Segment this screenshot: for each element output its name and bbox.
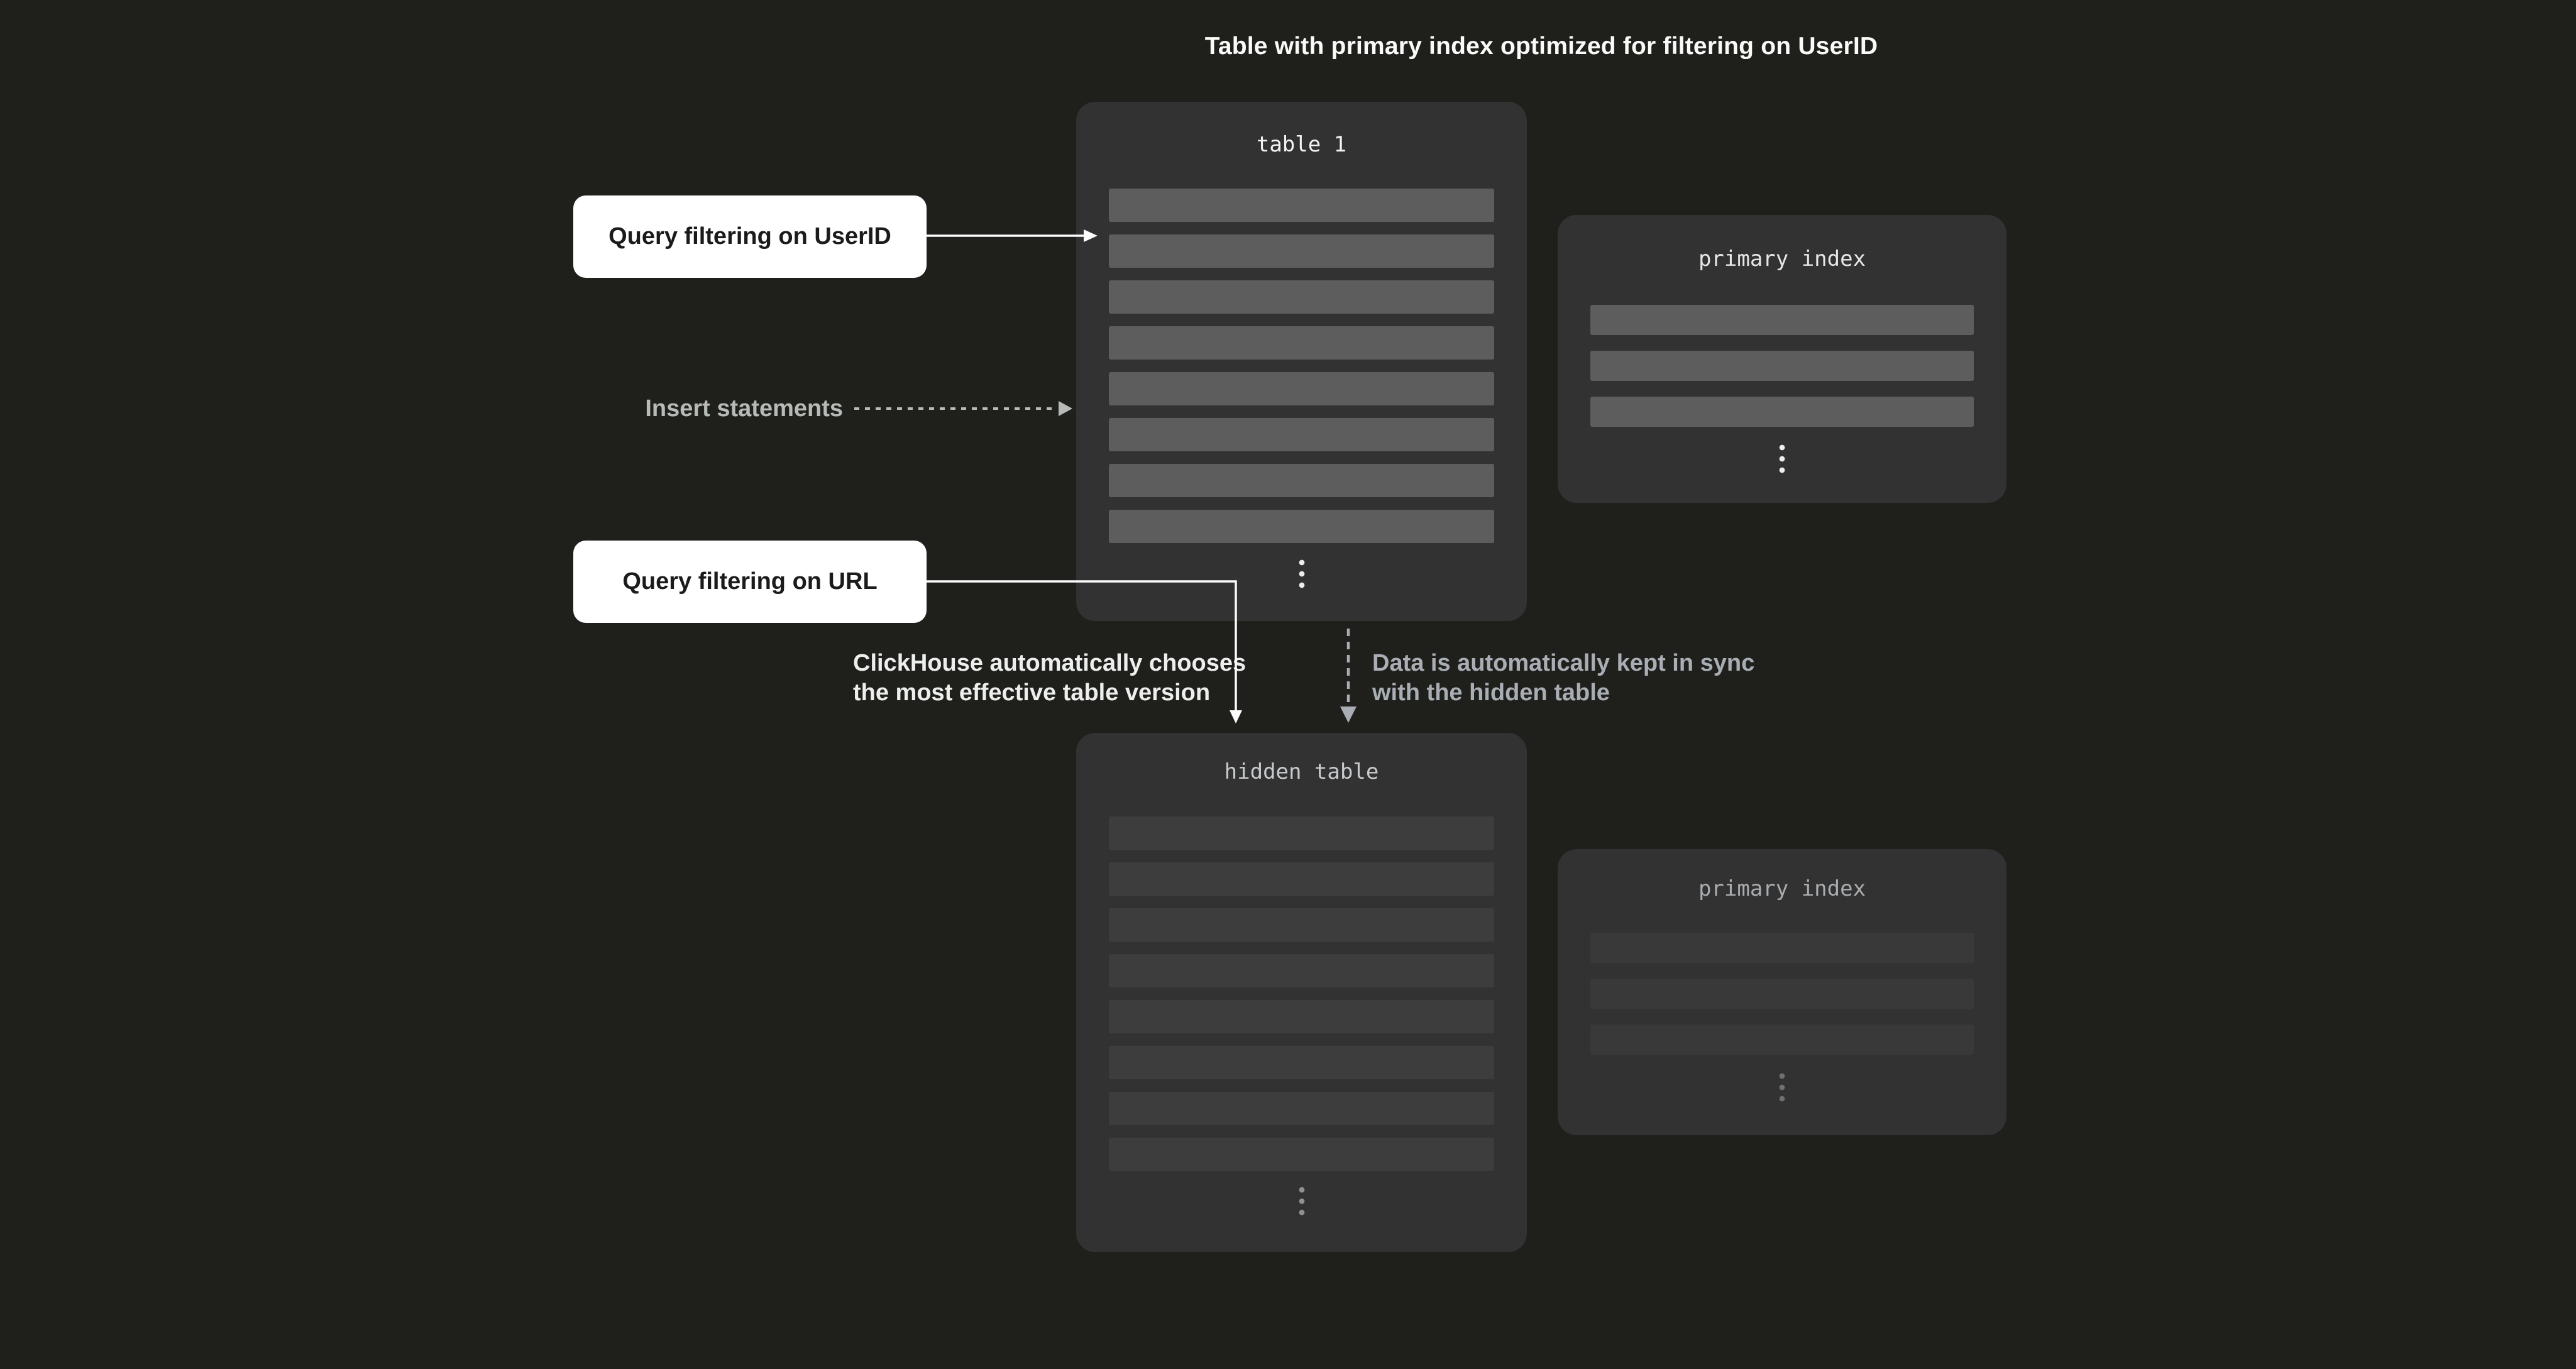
- table-row: [1109, 908, 1494, 942]
- table-row: [1109, 1000, 1494, 1033]
- hidden-table-box: hidden table: [1076, 733, 1527, 1252]
- clickhouse-chooses-line1: ClickHouse automatically chooses: [853, 650, 1247, 676]
- vertical-ellipsis-icon: [1779, 1070, 1785, 1104]
- insert-statements-label: Insert statements: [645, 395, 843, 422]
- table-row: [1590, 397, 1974, 427]
- table-row: [1590, 305, 1974, 335]
- table-row: [1109, 326, 1494, 360]
- table-row: [1590, 979, 1974, 1009]
- table-row: [1109, 372, 1494, 405]
- query-userid-label-text: Query filtering on UserID: [608, 223, 891, 250]
- table-row: [1109, 418, 1494, 451]
- table-row: [1590, 1025, 1974, 1055]
- query-url-label: Query filtering on URL: [573, 541, 927, 623]
- primary-index-bottom-title: primary index: [1698, 876, 1866, 901]
- table1-title: table 1: [1256, 132, 1347, 157]
- table-row: [1109, 464, 1494, 497]
- table-row: [1109, 1046, 1494, 1079]
- data-sync-line2: with the hidden table: [1372, 679, 1610, 706]
- primary-index-bottom-rows: [1590, 933, 1974, 1055]
- clickhouse-chooses-note: ClickHouse automatically chooses the mos…: [853, 649, 1246, 708]
- table-row: [1109, 189, 1494, 222]
- table1-rows: [1109, 189, 1494, 543]
- table-row: [1109, 862, 1494, 896]
- primary-index-top-box: primary index: [1558, 215, 2006, 503]
- table-row: [1109, 954, 1494, 987]
- primary-index-top-rows: [1590, 305, 1974, 427]
- vertical-ellipsis-icon: [1779, 442, 1785, 476]
- hidden-table-rows: [1109, 816, 1494, 1171]
- query-url-label-text: Query filtering on URL: [622, 568, 878, 595]
- data-sync-note: Data is automatically kept in sync with …: [1372, 649, 1754, 708]
- table-row: [1109, 280, 1494, 314]
- table-row: [1109, 1138, 1494, 1171]
- data-sync-line1: Data is automatically kept in sync: [1372, 650, 1755, 676]
- vertical-ellipsis-icon: [1299, 557, 1304, 591]
- query-userid-label: Query filtering on UserID: [573, 195, 927, 278]
- vertical-ellipsis-icon: [1299, 1184, 1304, 1218]
- hidden-table-title: hidden table: [1224, 759, 1379, 784]
- table-row: [1590, 351, 1974, 381]
- clickhouse-chooses-line2: the most effective table version: [853, 679, 1211, 706]
- query-url-arrow-head-icon: [1230, 710, 1242, 723]
- sync-arrow-head-icon: [1340, 706, 1357, 723]
- insert-arrow-head-icon: [1059, 401, 1072, 416]
- caption-top: Table with primary index optimized for f…: [1204, 33, 1878, 60]
- table-row: [1109, 816, 1494, 850]
- table1-box: table 1: [1076, 102, 1527, 621]
- primary-index-top-title: primary index: [1698, 246, 1866, 272]
- primary-index-bottom-box: primary index: [1558, 849, 2006, 1135]
- table-row: [1109, 510, 1494, 543]
- table-row: [1109, 234, 1494, 268]
- table-row: [1590, 933, 1974, 963]
- table-row: [1109, 1092, 1494, 1125]
